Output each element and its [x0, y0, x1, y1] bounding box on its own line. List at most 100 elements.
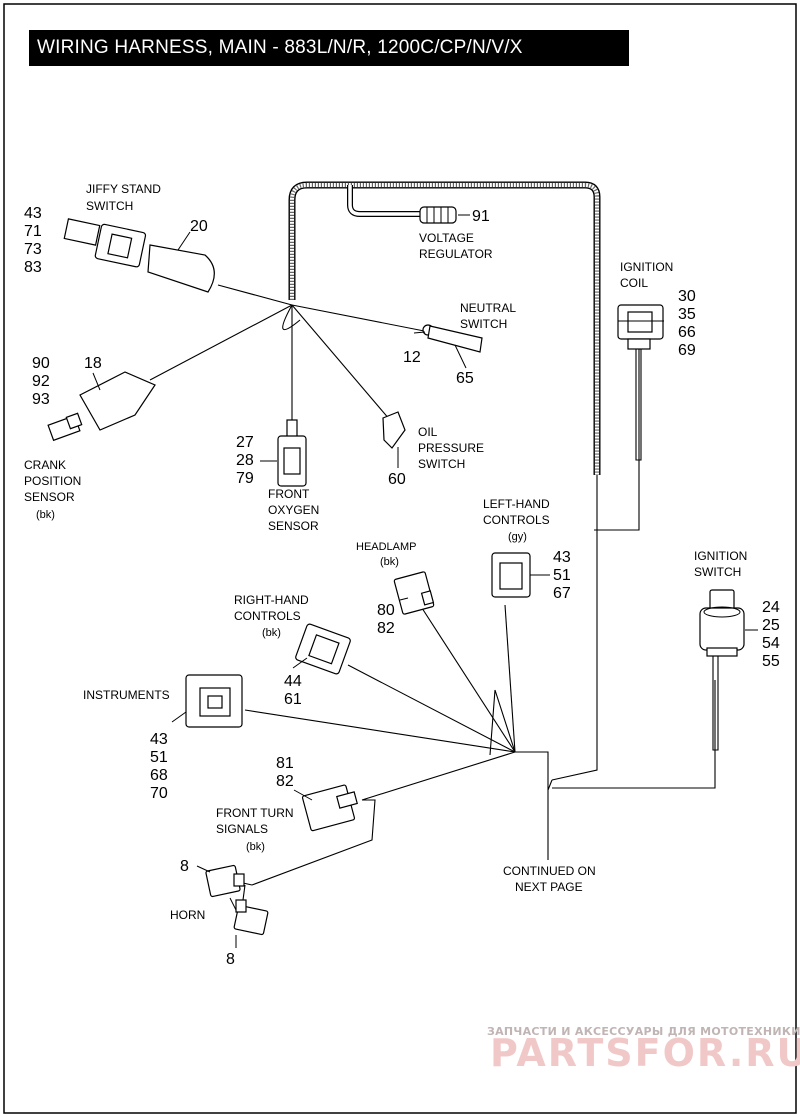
voltage-regulator-part: 91	[472, 208, 490, 225]
left-controls-label-2: CONTROLS	[483, 513, 550, 527]
label-ignition-coil: IGNITION COIL 30 35 66 69	[620, 260, 696, 359]
neutral-switch-part-1: 12	[403, 349, 421, 366]
horn-ref-1: 8	[180, 858, 189, 875]
label-voltage-regulator: 91 VOLTAGE REGULATOR	[419, 208, 493, 261]
label-continued: CONTINUED ON NEXT PAGE	[503, 864, 596, 894]
watermark-tagline: ЗАПЧАСТИ И АКСЕССУАРЫ ДЛЯ МОТОТЕХНИКИ	[487, 1025, 800, 1038]
crank-part-number: 18	[84, 355, 102, 372]
right-controls-ref-2: 61	[284, 691, 302, 708]
oxygen-label-1: FRONT	[268, 487, 310, 501]
oil-part-number: 60	[388, 471, 406, 488]
voltage-regulator-wire	[347, 185, 470, 224]
main-harness-trunk	[288, 181, 716, 860]
left-controls-ref-2: 51	[553, 567, 571, 584]
leader-lines	[92, 231, 758, 948]
turn-signals-ref-2: 82	[276, 773, 294, 790]
turn-signals-ref-1: 81	[276, 755, 294, 772]
right-controls-label-2: CONTROLS	[234, 609, 301, 623]
crank-position-sensor	[47, 371, 156, 442]
oxygen-label-2: OXYGEN	[268, 503, 319, 517]
voltage-regulator-label-1: VOLTAGE	[419, 231, 474, 245]
left-controls-ref-3: 67	[553, 585, 571, 602]
left-hand-controls-connector	[491, 552, 531, 598]
right-controls-color: (bk)	[262, 627, 281, 639]
neutral-switch-label-1: NEUTRAL	[460, 301, 516, 315]
headlamp-connector	[393, 571, 435, 615]
ignition-switch-ref-4: 55	[762, 653, 780, 670]
label-crank-sensor: 18 90 92 93 CRANK POSITION SENSOR (bk)	[24, 355, 102, 521]
instruments-ref-1: 43	[150, 731, 168, 748]
neutral-switch	[422, 324, 483, 353]
ignition-switch-ref-1: 24	[762, 599, 780, 616]
lower-hub-wires	[242, 604, 516, 886]
right-controls-ref-1: 44	[284, 673, 302, 690]
instruments-label: INSTRUMENTS	[83, 688, 170, 702]
neutral-switch-part-2: 65	[456, 370, 474, 387]
oxygen-ref-1: 27	[236, 434, 254, 451]
oil-pressure-switch	[382, 411, 406, 449]
label-oil-pressure: OIL PRESSURE SWITCH 60	[388, 425, 484, 488]
headlamp-color: (bk)	[380, 556, 399, 568]
headlamp-label: HEADLAMP	[356, 541, 417, 553]
headlamp-ref-1: 80	[377, 602, 395, 619]
oxygen-ref-2: 28	[236, 452, 254, 469]
oil-label-3: SWITCH	[418, 457, 465, 471]
ignition-coil-label-1: IGNITION	[620, 260, 673, 274]
label-horn: 8 HORN 8	[170, 858, 235, 968]
crank-ref-2: 92	[32, 373, 50, 390]
label-headlamp: HEADLAMP (bk) 80 82	[356, 541, 417, 637]
jiffy-stand-switch	[63, 218, 215, 293]
horn-connectors	[205, 864, 269, 936]
instruments-ref-2: 51	[150, 749, 168, 766]
label-jiffy-stand: JIFFY STAND SWITCH 43 71 73 83 20	[24, 182, 208, 276]
jiffy-ref-2: 71	[24, 223, 42, 240]
ignition-coil	[617, 304, 664, 461]
page-border	[3, 3, 797, 1114]
headlamp-ref-2: 82	[377, 620, 395, 637]
upper-hub-wires	[149, 284, 471, 421]
crank-label-1: CRANK	[24, 458, 66, 472]
horn-label: HORN	[170, 908, 205, 922]
ignition-coil-label-2: COIL	[620, 276, 648, 290]
turn-signals-color: (bk)	[246, 841, 265, 853]
front-oxygen-sensor	[277, 419, 307, 487]
oxygen-ref-3: 79	[236, 470, 254, 487]
crank-ref-3: 93	[32, 391, 50, 408]
crank-label-3: SENSOR	[24, 490, 75, 504]
front-turn-signals-connector	[301, 784, 358, 832]
ignition-coil-ref-2: 35	[678, 306, 696, 323]
continued-label-1: CONTINUED ON	[503, 864, 596, 878]
ignition-coil-ref-1: 30	[678, 288, 696, 305]
label-neutral-switch: NEUTRAL SWITCH 12 65	[403, 301, 516, 387]
oil-label-2: PRESSURE	[418, 441, 484, 455]
jiffy-ref-4: 83	[24, 259, 42, 276]
left-controls-ref-1: 43	[553, 549, 571, 566]
ignition-switch	[699, 589, 745, 751]
jiffy-stand-label-2: SWITCH	[86, 199, 133, 213]
label-left-controls: LEFT-HAND CONTROLS (gy) 43 51 67	[483, 497, 571, 602]
crank-ref-1: 90	[32, 355, 50, 372]
instruments-ref-3: 68	[150, 767, 168, 784]
voltage-regulator-label-2: REGULATOR	[419, 247, 493, 261]
label-ignition-switch: IGNITION SWITCH 24 25 54 55	[694, 549, 780, 670]
right-controls-label-1: RIGHT-HAND	[234, 593, 309, 607]
ignition-switch-ref-2: 25	[762, 617, 780, 634]
left-controls-color: (gy)	[508, 531, 527, 543]
neutral-switch-label-2: SWITCH	[460, 317, 507, 331]
turn-signals-label-1: FRONT TURN	[216, 806, 294, 820]
crank-color: (bk)	[36, 509, 55, 521]
ignition-coil-ref-3: 66	[678, 324, 696, 341]
jiffy-ref-3: 73	[24, 241, 42, 258]
label-turn-signals: 81 82 FRONT TURN SIGNALS (bk)	[216, 755, 294, 853]
jiffy-ref-1: 43	[24, 205, 42, 222]
oil-label-1: OIL	[418, 425, 438, 439]
continued-label-2: NEXT PAGE	[515, 880, 583, 894]
label-oxygen-sensor: 27 28 79 FRONT OXYGEN SENSOR	[236, 434, 319, 533]
oxygen-label-3: SENSOR	[268, 519, 319, 533]
label-right-controls: RIGHT-HAND CONTROLS (bk) 44 61	[234, 593, 309, 708]
ignition-switch-label-1: IGNITION	[694, 549, 747, 563]
right-hand-controls-connector	[295, 623, 351, 675]
jiffy-stand-label-1: JIFFY STAND	[86, 182, 161, 196]
page-title: WIRING HARNESS, MAIN - 883L/N/R, 1200C/C…	[29, 30, 629, 66]
